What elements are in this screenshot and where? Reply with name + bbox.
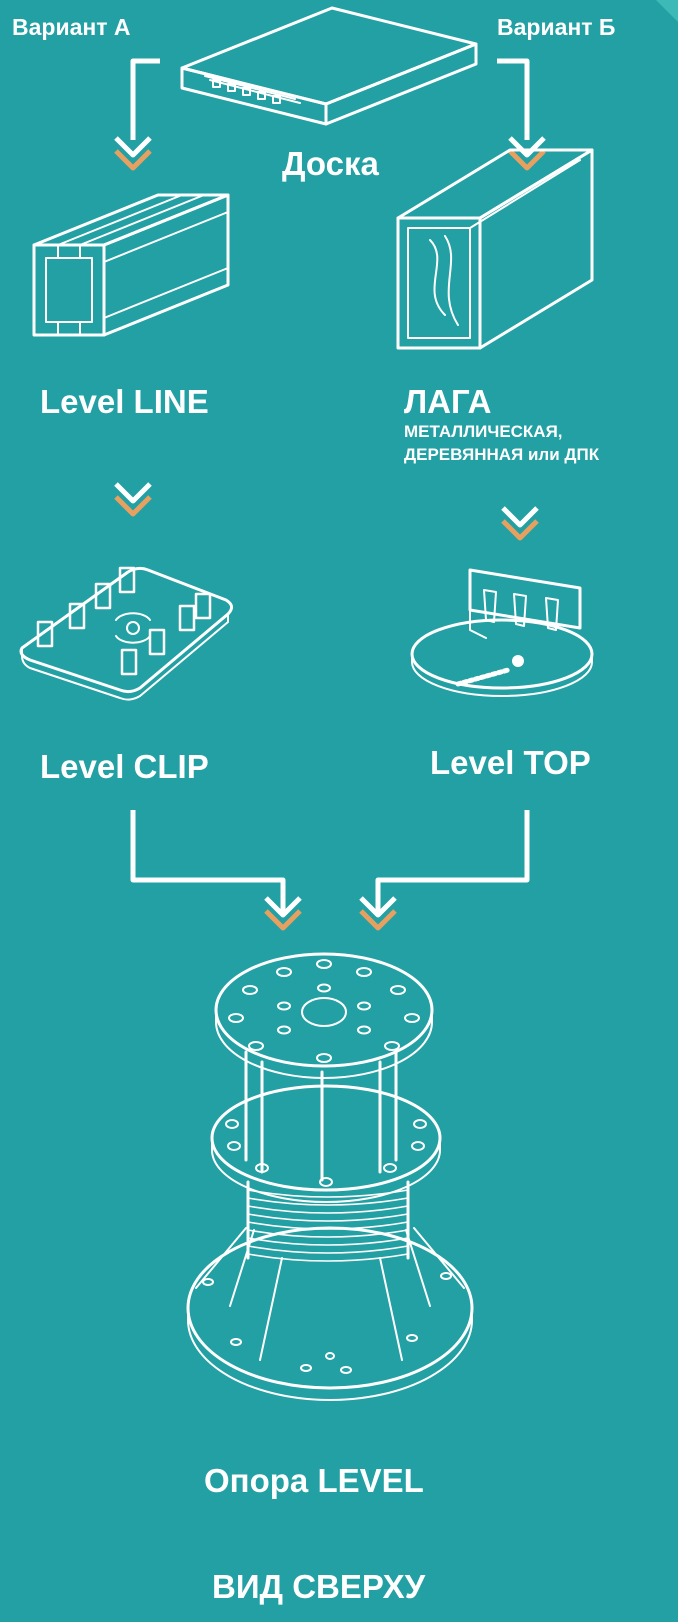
flow-line-top-to-support <box>375 810 530 912</box>
support-label: Опора LEVEL <box>204 1462 424 1499</box>
chevron-down-icon <box>264 896 302 931</box>
flow-lines <box>130 58 530 912</box>
board-icon <box>180 6 478 126</box>
level-top-label: Level TOP <box>430 744 591 781</box>
view-from-above-label: ВИД СВЕРХУ <box>212 1568 426 1605</box>
level-line-profile-icon <box>32 193 230 337</box>
chevron-down-icon <box>359 896 397 931</box>
flow-line-variant-b <box>497 58 530 140</box>
joist-icon <box>396 148 594 350</box>
chevron-down-icon <box>114 136 152 171</box>
laga-title: ЛАГА <box>404 383 492 420</box>
level-support-pedestal-icon <box>186 952 474 1401</box>
variant-b-label: Вариант Б <box>497 14 616 40</box>
level-line-label: Level LINE <box>40 383 209 420</box>
variant-a-label: Вариант А <box>12 14 131 40</box>
level-clip-label: Level CLIP <box>40 748 209 785</box>
chevrons <box>114 136 546 931</box>
level-top-icon <box>410 568 594 697</box>
level-clip-icon <box>19 566 233 701</box>
flow-line-clip-to-support <box>130 810 286 912</box>
chevron-down-icon <box>114 482 152 517</box>
chevron-down-icon <box>508 136 546 171</box>
laga-subtitle-line-2: ДЕРЕВЯННАЯ или ДПК <box>404 445 600 464</box>
laga-subtitle-line-1: МЕТАЛЛИЧЕСКАЯ, <box>404 422 563 441</box>
board-label: Доска <box>282 145 379 182</box>
flow-line-variant-a <box>130 58 160 140</box>
corner-fold <box>656 0 678 22</box>
chevron-down-icon <box>501 506 539 541</box>
